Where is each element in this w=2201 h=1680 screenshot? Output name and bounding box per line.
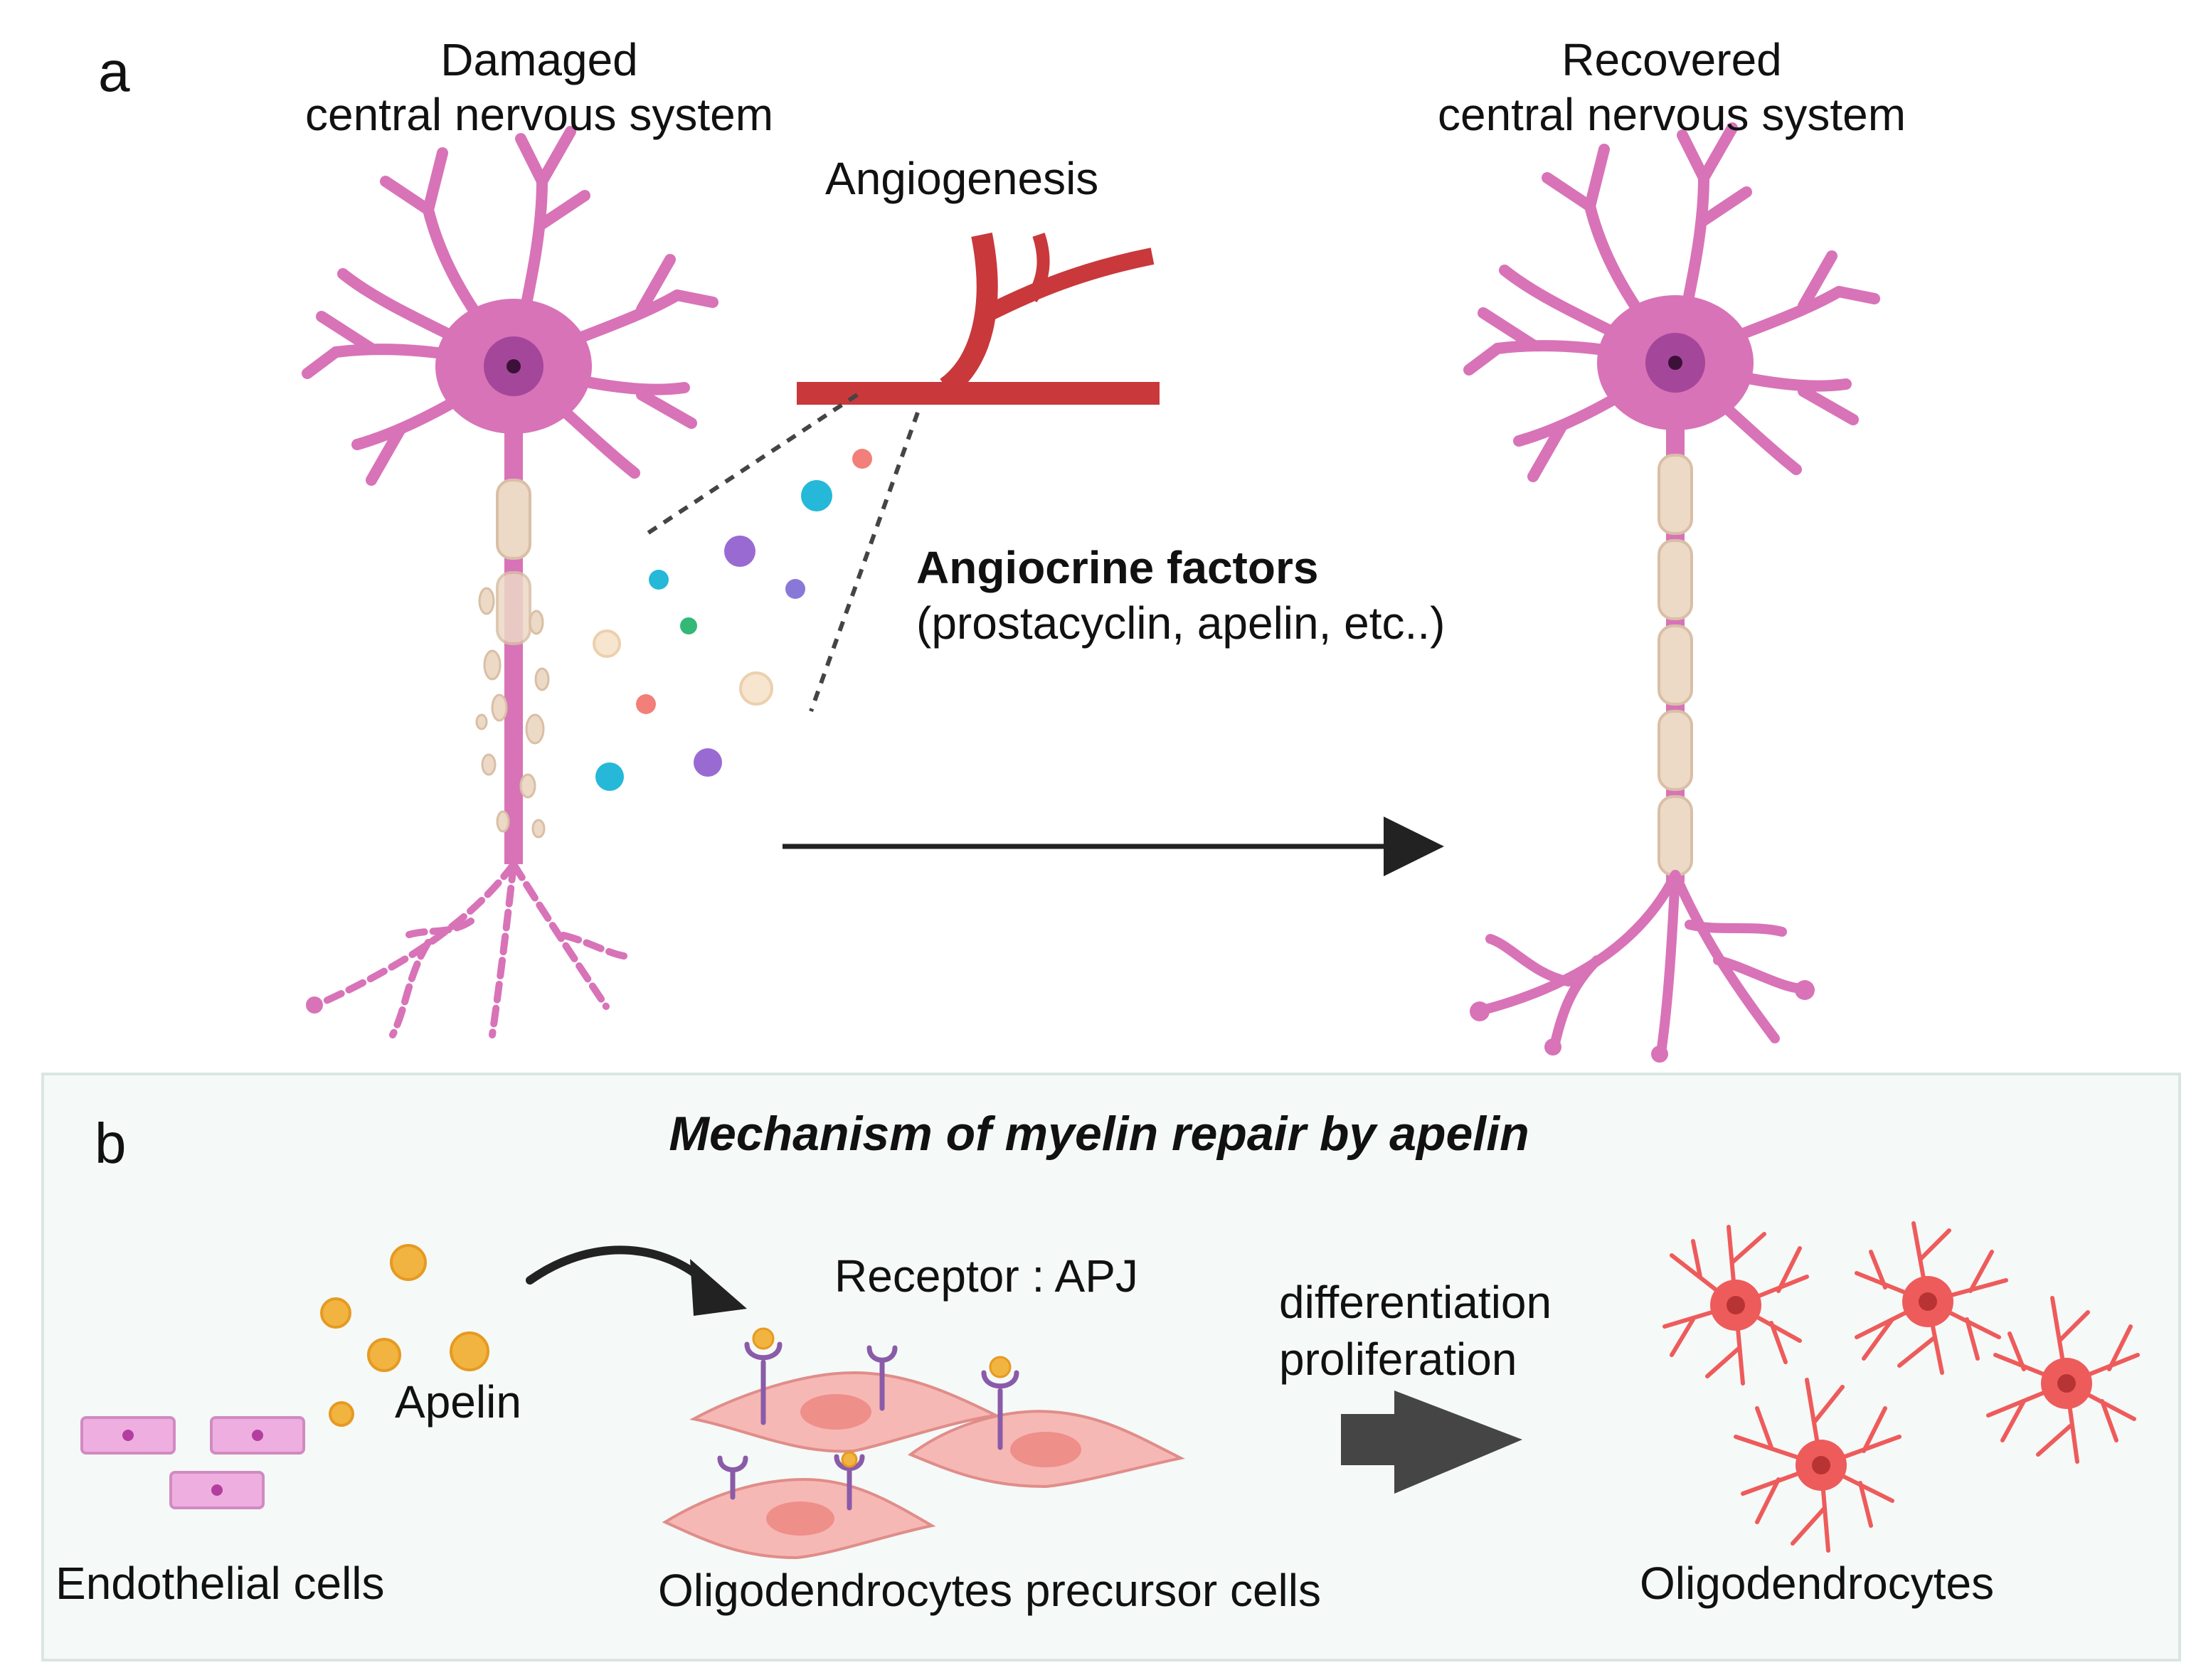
angiocrine-factors-examples: (prostacyclin, apelin, etc..) [916, 597, 1446, 649]
panel-b-box [41, 1073, 2181, 1662]
recovered-neuron [1469, 128, 1874, 1063]
apelin-molecules [320, 1244, 489, 1427]
angiogenesis-label: Angiogenesis [825, 153, 1099, 204]
opc-label: Oligodendrocytes precursor cells [658, 1565, 1321, 1616]
block-arrow [1341, 1391, 1522, 1494]
panel-a-letter: a [98, 40, 130, 103]
zoom-lines [646, 393, 920, 713]
recovery-arrow [783, 817, 1444, 876]
endothelial-cells-label: Endothelial cells [55, 1558, 385, 1609]
recovered-title-line1: Recovered [1561, 34, 1782, 85]
apj-receptors [717, 1341, 1019, 1511]
oligodendrocytes [1662, 1221, 2140, 1553]
blood-vessel [797, 233, 1160, 405]
differentiation-label: differentiation [1279, 1277, 1552, 1328]
apelin-label: Apelin [395, 1376, 521, 1428]
bound-apelin [752, 1327, 1012, 1468]
curved-arrow [526, 1245, 747, 1316]
recovered-title-line2: central nervous system [1437, 89, 1906, 140]
damaged-title-line1: Damaged [440, 34, 638, 85]
panel-b-letter: b [95, 1112, 127, 1175]
angiocrine-factors-title: Angiocrine factors [916, 542, 1319, 593]
proliferation-label: proliferation [1279, 1334, 1517, 1385]
endothelial-cells [80, 1416, 305, 1509]
damaged-title-line2: central nervous system [304, 89, 774, 140]
oligodendrocytes-label: Oligodendrocytes [1640, 1558, 1995, 1609]
angiocrine-particles [593, 449, 872, 791]
panel-b-title: Mechanism of myelin repair by apelin [669, 1107, 1529, 1161]
receptor-label: Receptor : APJ [834, 1250, 1138, 1302]
damaged-neuron [306, 132, 713, 1038]
